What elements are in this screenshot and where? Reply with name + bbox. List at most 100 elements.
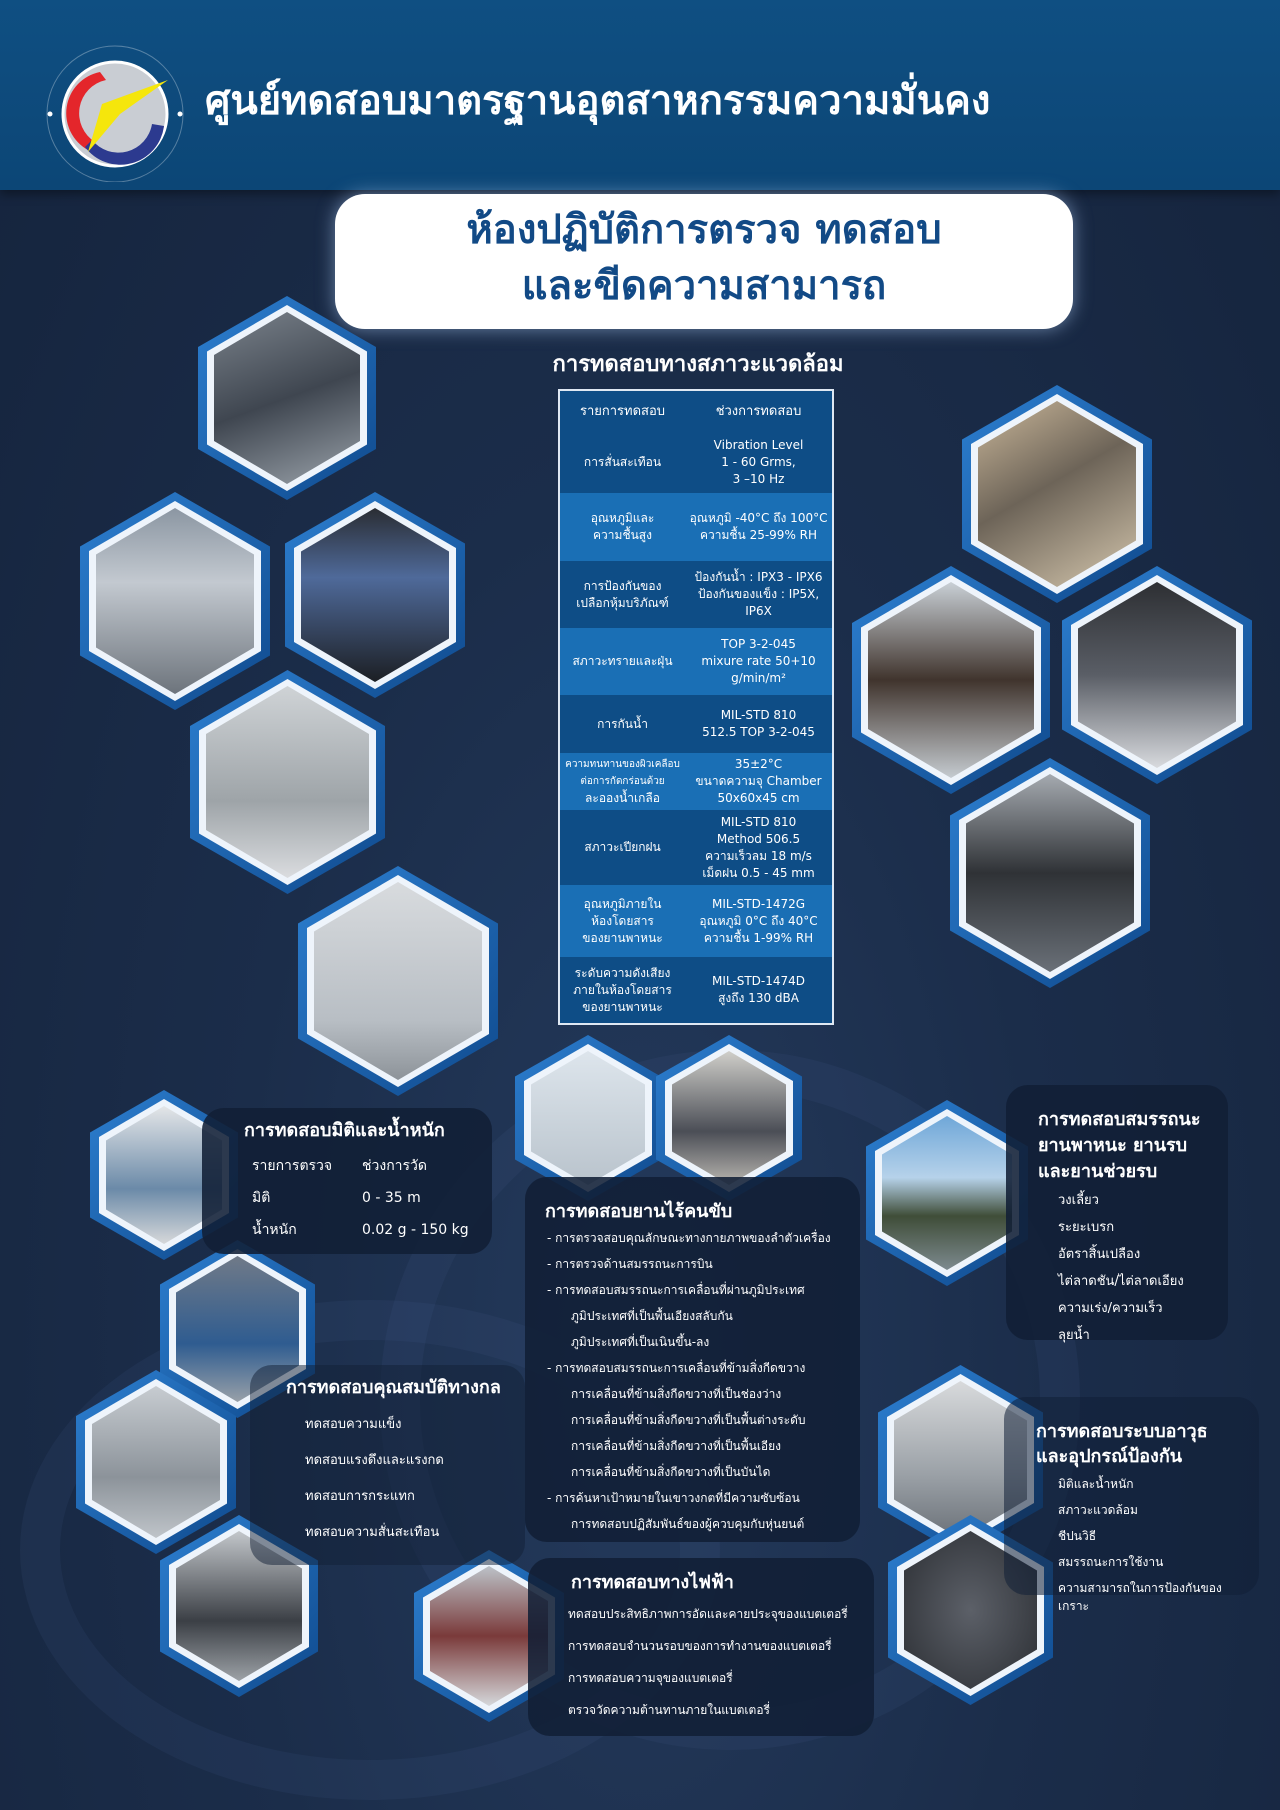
uav-title: การทดสอบยานไร้คนขับ: [545, 1201, 733, 1222]
center-title: ศูนย์ทดสอบมาตรฐานอุตสาหกรรมความมั่นคง: [205, 78, 991, 124]
electrical-panel: การทดสอบทางไฟฟ้า ทดสอบประสิทธิภาพการอัดแ…: [528, 1558, 874, 1736]
weapons-item: ความสามารถในการป้องกันของเกราะ: [1058, 1581, 1222, 1613]
test-item-cell: สภาวะเปียกฝน: [559, 810, 686, 885]
mechanical-item: ทดสอบความสั่นสะเทือน: [305, 1525, 440, 1540]
electrical-item: ทดสอบประสิทธิภาพการอัดและคายประจุของแบตเ…: [568, 1607, 848, 1621]
table-row: ความทนทานของผิวเคลือบต่อการกัดกร่อนด้วยล…: [559, 753, 833, 810]
uav-item: - การค้นหาเป้าหมายในเขาวงกตที่มีความซับซ…: [547, 1491, 800, 1505]
test-item-line: ของยานพาหนะ: [582, 999, 663, 1014]
test-range-line: เม็ดฝน 0.5 - 45 mm: [702, 865, 815, 880]
test-range-line: g/min/m²: [731, 671, 786, 685]
uav-item: การทดสอบปฏิสัมพันธ์ของผู้ควบคุมกับหุ่นยน…: [571, 1517, 805, 1531]
vehicle-item: ระยะเบรก: [1058, 1219, 1115, 1235]
photo-cylinders-rack: [962, 385, 1152, 603]
test-range-line: mixure rate 50+10: [701, 654, 816, 668]
lab-title-line2: และขีดความสามารถ: [521, 263, 887, 309]
test-range-line: 35±2°C: [734, 757, 783, 771]
column-header-item: รายการทดสอบ: [559, 390, 686, 431]
vehicle-list: วงเลี้ยวระยะเบรกอัตราสิ้นเปลืองไต่ลาดชัน…: [1058, 1187, 1218, 1349]
dimension-label: รายการตรวจ: [252, 1158, 333, 1174]
test-item-line: ละอองน้ำเกลือ: [585, 791, 660, 805]
uav-item: การเคลื่อนที่ข้ามสิ่งกีดขวางที่เป็นพื้นต…: [571, 1413, 806, 1427]
dti-logo: [46, 45, 184, 182]
dimension-row: มิติ 0 - 35 m: [252, 1182, 482, 1214]
test-range-line: ความชื้น 1-99% RH: [703, 930, 814, 945]
uav-item: การเคลื่อนที่ข้ามสิ่งกีดขวางที่เป็นช่องว…: [571, 1387, 782, 1401]
mechanical-list: ทดสอบความแข็งทดสอบแรงดึงและแรงกดทดสอบการ…: [305, 1407, 515, 1551]
test-range-cell: ป้องกันน้ำ : IPX3 - IPX6 ป้องกันของแข็ง :…: [685, 561, 833, 628]
vehicle-item: ไต่ลาดชัน/ไต่ลาดเอียง: [1058, 1273, 1184, 1289]
uav-item: - การตรวจสอบคุณลักษณะทางกายภาพของลำตัวเค…: [547, 1231, 831, 1245]
photo-robot-in-chamber: [190, 670, 385, 894]
test-range-line: ความชื้น 25-99% RH: [700, 528, 818, 542]
dimension-value: 0.02 g - 150 kg: [362, 1222, 469, 1238]
test-item-cell: ความทนทานของผิวเคลือบต่อการกัดกร่อนด้วยล…: [559, 753, 686, 810]
mechanical-item: ทดสอบการกระแทก: [305, 1489, 415, 1504]
electrical-title: การทดสอบทางไฟฟ้า: [571, 1572, 734, 1593]
test-item-line: การป้องกันของ: [583, 578, 662, 593]
test-item-line: ต่อการกัดกร่อนด้วย: [580, 776, 665, 787]
test-item-cell: ระดับความดังเสียงภายในห้องโดยสารของยานพา…: [559, 957, 686, 1024]
dimension-value: 0 - 35 m: [362, 1190, 421, 1206]
test-item-cell: อุณหภูมิภายในห้องโดยสารของยานพาหนะ: [559, 885, 686, 957]
weapons-item: สภาวะแวดล้อม: [1058, 1503, 1138, 1517]
uav-item: ภูมิประเทศที่เป็นพื้นเอียงสลับกัน: [571, 1309, 733, 1323]
column-header-range: ช่วงการทดสอบ: [685, 390, 833, 431]
test-range-line: MIL-STD-1472G: [711, 896, 806, 911]
vehicle-title-line: และยานช่วยรบ: [1038, 1161, 1158, 1182]
electrical-item: ตรวจวัดความต้านทานภายในแบตเตอรี่: [568, 1703, 770, 1717]
vehicle-item: ลุยน้ำ: [1058, 1327, 1090, 1343]
test-item-line: ของยานพาหนะ: [582, 930, 663, 945]
table-row: อุณหภูมิและความชื้นสูงอุณหภูมิ -40°C ถึง…: [559, 493, 833, 561]
mechanical-panel: การทดสอบคุณสมบัติทางกล ทดสอบความแข็งทดสอ…: [250, 1365, 525, 1565]
photo-humidity-meter-cabin: [950, 758, 1150, 988]
weapons-item: มิติและน้ำหนัก: [1058, 1477, 1134, 1491]
dimension-label: มิติ: [252, 1190, 271, 1206]
uav-list: - การตรวจสอบคุณลักษณะทางกายภาพของลำตัวเค…: [547, 1225, 850, 1537]
test-range-line: ป้องกันน้ำ : IPX3 - IPX6: [694, 570, 823, 584]
vehicle-item: วงเลี้ยว: [1058, 1192, 1099, 1208]
test-item-line: สภาวะทรายและฝุ่น: [572, 654, 673, 668]
test-range-line: Vibration Level: [713, 437, 804, 452]
weapons-item: สมรรถนะการใช้งาน: [1058, 1555, 1164, 1569]
test-item-cell: การสั่นสะเทือน: [559, 431, 686, 493]
photo-sound-meter-seat: [1062, 566, 1252, 784]
uav-item: การเคลื่อนที่ข้ามสิ่งกีดขวางที่เป็นพื้นเ…: [571, 1439, 782, 1453]
test-range-line: อุณหภูมิ -40°C ถึง 100°C: [689, 511, 828, 525]
vehicle-item: อัตราสิ้นเปลือง: [1058, 1246, 1141, 1262]
dimension-title: การทดสอบมิติและน้ำหนัก: [244, 1120, 445, 1141]
test-item-line: ระดับความดังเสียง: [574, 965, 671, 980]
test-range-line: ป้องกันของแข็ง : IP5X, IP6X: [697, 587, 820, 618]
mechanical-item: ทดสอบแรงดึงและแรงกด: [305, 1453, 444, 1468]
vehicle-title-line: การทดสอบสมรรถนะ: [1038, 1109, 1201, 1130]
uav-item: - การทดสอบสมรรถนะการเคลื่อนที่ผ่านภูมิปร…: [547, 1283, 805, 1297]
vehicle-title-line: ยานพาหนะ ยานรบ: [1038, 1135, 1188, 1156]
uav-item: - การทดสอบสมรรถนะการเคลื่อนที่ข้ามสิ่งกี…: [547, 1361, 806, 1375]
vehicle-item: ความเร่ง/ความเร็ว: [1058, 1300, 1163, 1316]
vehicle-title: การทดสอบสมรรถนะยานพาหนะ ยานรบและยานช่วยร…: [1038, 1107, 1218, 1185]
weapons-title-line: การทดสอบระบบอาวุธ: [1036, 1421, 1208, 1442]
photo-military-truck: [866, 1100, 1028, 1286]
test-range-cell: 35±2°C ขนาดความจุ Chamber 50x60x45 cm: [685, 753, 833, 810]
weapons-list: มิติและน้ำหนักสภาวะแวดล้อมชีปนวิธีสมรรถน…: [1058, 1471, 1249, 1619]
table-row: ระดับความดังเสียงภายในห้องโดยสารของยานพา…: [559, 957, 833, 1024]
test-range-line: ขนาดความจุ Chamber: [695, 774, 822, 788]
environment-heading: การทดสอบทางสภาวะแวดล้อม: [552, 352, 844, 377]
uav-item: - การตรวจด้านสมรรถนะการบิน: [547, 1257, 713, 1271]
test-range-line: 50x60x45 cm: [717, 791, 800, 805]
photo-control-panel: [285, 492, 465, 698]
uav-item: ภูมิประเทศที่เป็นเนินขึ้น-ลง: [571, 1335, 710, 1349]
electrical-item: การทดสอบความจุของแบตเตอรี่: [568, 1671, 733, 1685]
dimension-row: รายการตรวจช่วงการวัด: [252, 1150, 482, 1182]
photo-vibration-specimen: [852, 566, 1050, 794]
test-range-line: MIL-STD 810: [720, 708, 797, 722]
test-item-line: ห้องโดยสาร: [591, 913, 654, 928]
test-range-line: Method 506.5: [716, 831, 801, 846]
